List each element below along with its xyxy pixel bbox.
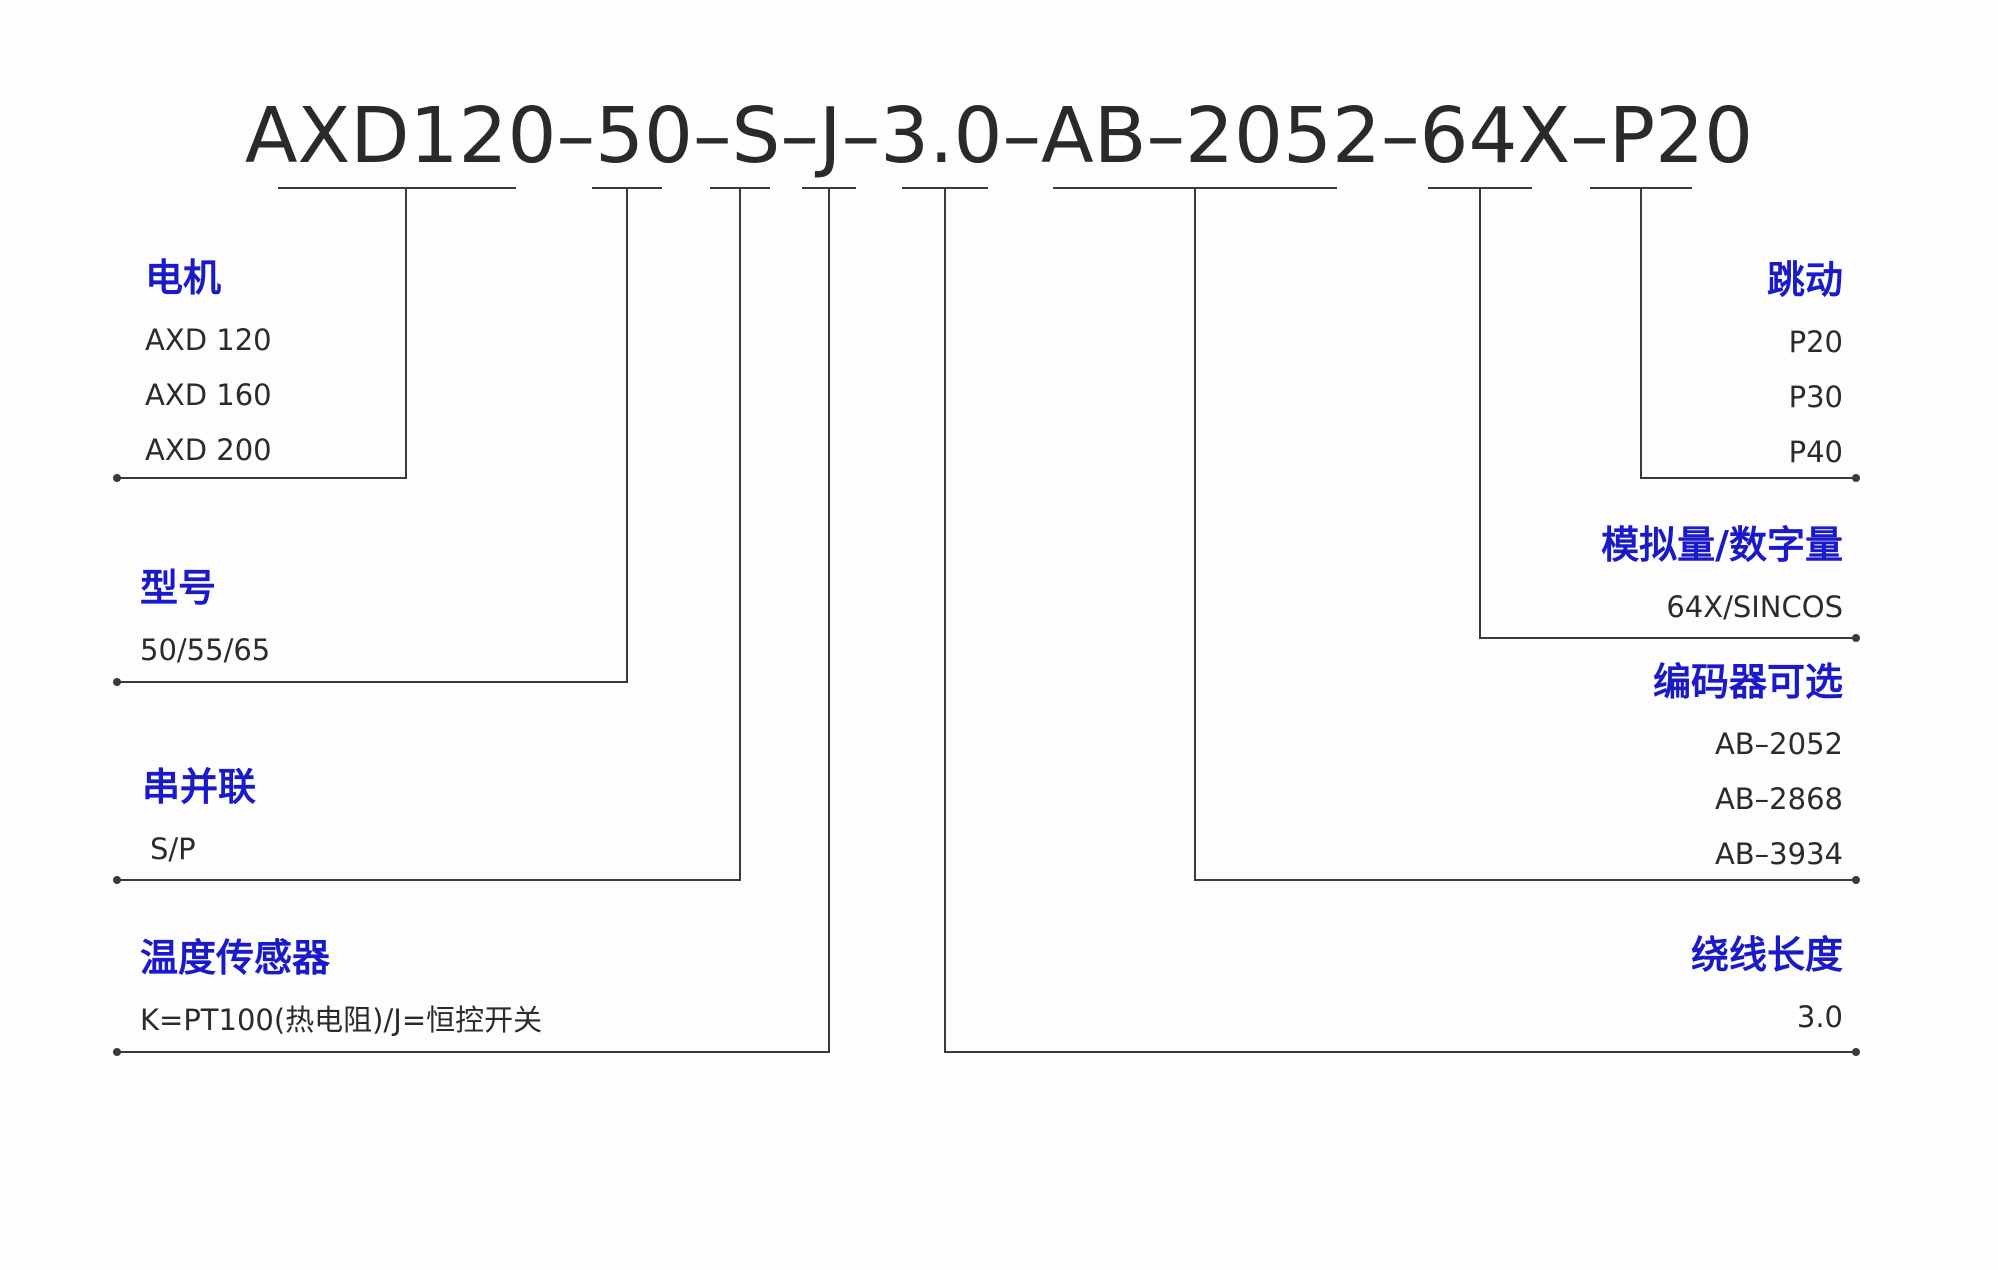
connector-length-endpoint-dot <box>1852 1048 1860 1056</box>
connector-encoder <box>1194 188 1856 881</box>
option-item: AXD 200 <box>145 432 272 467</box>
group-winding-length: 绕线长度 3.0 <box>1283 932 1843 1045</box>
group-title-runout: 跳动 <box>1766 258 1843 302</box>
group-temp-sensor: 温度传感器 K=PT100(热电阻)/J=恒控开关 <box>140 935 840 1048</box>
group-series-parallel: 串并联 S/P <box>142 764 702 877</box>
connector-runout-endpoint-dot <box>1852 474 1860 482</box>
group-title-temp-sensor: 温度传感器 <box>140 936 331 980</box>
option-item: AXD 160 <box>145 377 272 412</box>
group-title-series-parallel: 串并联 <box>142 765 257 809</box>
option-item: K=PT100(热电阻)/J=恒控开关 <box>140 1002 543 1037</box>
connector-series-endpoint-dot <box>113 876 121 884</box>
group-analog-digital: 模拟量/数字量 64X/SINCOS <box>1283 522 1843 635</box>
group-title-winding-length: 绕线长度 <box>1690 933 1843 977</box>
option-item: P30 <box>1788 379 1843 414</box>
connector-sensor <box>117 188 830 1053</box>
connector-signal <box>1479 188 1856 639</box>
option-item: S/P <box>150 831 196 866</box>
group-model: 型号 50/55/65 <box>140 565 700 678</box>
option-list: P20 P30 P40 <box>1283 315 1843 480</box>
option-item: AB–2052 <box>1714 726 1843 761</box>
connector-signal-endpoint-dot <box>1852 634 1860 642</box>
option-list: K=PT100(热电阻)/J=恒控开关 <box>140 993 840 1048</box>
group-encoder: 编码器可选 AB–2052 AB–2868 AB–3934 <box>1283 659 1843 882</box>
option-item: P20 <box>1788 324 1843 359</box>
option-item: AXD 120 <box>145 322 272 357</box>
group-title-motor: 电机 <box>145 256 222 300</box>
group-title-analog-digital: 模拟量/数字量 <box>1601 523 1843 567</box>
option-item: 3.0 <box>1796 999 1843 1034</box>
connector-motor-endpoint-dot <box>113 474 121 482</box>
connector-sensor-endpoint-dot <box>113 1048 121 1056</box>
connector-length <box>944 188 1856 1053</box>
connector-runout <box>1640 188 1856 479</box>
group-runout: 跳动 P20 P30 P40 <box>1283 257 1843 480</box>
connector-encoder-endpoint-dot <box>1852 876 1860 884</box>
connector-model-endpoint-dot <box>113 678 121 686</box>
group-motor: 电机 AXD 120 AXD 160 AXD 200 <box>145 255 705 478</box>
connector-series <box>117 188 741 881</box>
option-list: 3.0 <box>1283 990 1843 1045</box>
option-list: 64X/SINCOS <box>1283 580 1843 635</box>
connector-model <box>117 188 628 683</box>
option-list: S/P <box>142 822 702 877</box>
option-list: AB–2052 AB–2868 AB–3934 <box>1283 717 1843 882</box>
model-code: AXD120–50–S–J–3.0–AB–2052–64X–P20 <box>244 92 1754 181</box>
option-list: 50/55/65 <box>140 623 700 678</box>
option-item: AB–2868 <box>1714 781 1843 816</box>
option-item: 50/55/65 <box>140 632 271 667</box>
option-item: 64X/SINCOS <box>1666 589 1843 624</box>
group-title-encoder: 编码器可选 <box>1652 660 1843 704</box>
option-item: AB–3934 <box>1714 836 1843 871</box>
connector-motor <box>117 188 407 479</box>
option-list: AXD 120 AXD 160 AXD 200 <box>145 313 705 478</box>
option-item: P40 <box>1788 434 1843 469</box>
group-title-model: 型号 <box>140 566 217 610</box>
